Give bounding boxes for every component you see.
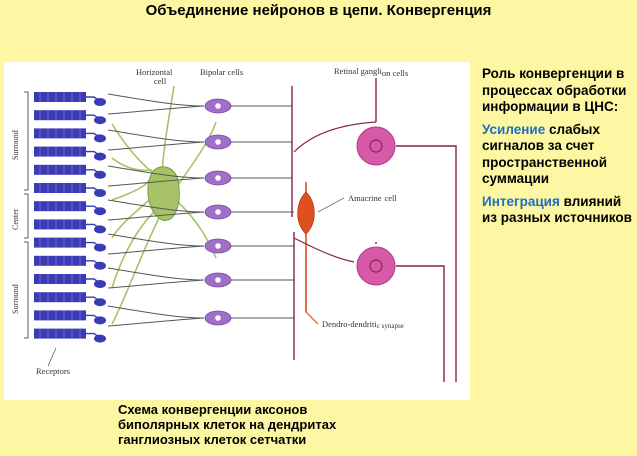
amplification-text: слабых сигналов за счет пространственной… <box>482 121 608 187</box>
receptor-cell <box>34 237 106 252</box>
ganglion-cell-top <box>293 78 457 382</box>
receptor-cell <box>34 164 106 179</box>
bipolar-cell <box>107 233 294 255</box>
side-item-amplification: Усиление слабых сигналов за счет простра… <box>482 122 637 188</box>
bipolar-cell <box>107 129 292 151</box>
retina-diagram: Surround Center Surround Horizontal cell… <box>4 62 470 400</box>
surround-bottom-label: Surround <box>11 284 20 314</box>
receptor-cell <box>34 292 106 307</box>
bipolar-axon-collectors <box>291 86 295 360</box>
amplification-term: Усиление <box>482 121 546 137</box>
side-panel: Роль конвергенции в процессах обработки … <box>482 66 637 233</box>
integration-text: влияний из разных источников <box>482 193 632 226</box>
horizontal-cell-label: Horizontal <box>136 67 173 77</box>
surround-top-bracket <box>24 91 29 191</box>
surround-top-label: Surround <box>11 130 20 160</box>
amacrine-cell <box>297 182 319 325</box>
receptor-cell <box>34 128 106 143</box>
receptor-cell <box>34 310 106 325</box>
horizontal-cell-label-2: cell <box>154 76 167 86</box>
receptors-label: Receptors <box>36 366 70 376</box>
side-item-integration: Интеграция влияний из разных источников <box>482 194 637 227</box>
receptors-pointer <box>47 347 57 367</box>
ganglion-cells-label: Retinal ganglion cells <box>334 66 408 78</box>
receptor-cell <box>34 92 106 106</box>
amacrine-pointer <box>317 197 345 213</box>
center-bracket <box>24 193 29 239</box>
horizontal-cell <box>111 85 217 325</box>
region-brackets <box>24 91 29 339</box>
bipolar-cells-label: Bipolar cells <box>200 67 243 77</box>
bipolar-cell <box>107 93 292 115</box>
bipolar-cell <box>107 165 292 187</box>
caption-line-1: Схема конвергенции аксонов <box>118 402 308 417</box>
center-label: Center <box>11 208 20 230</box>
slide-title: Объединение нейронов в цепи. Конвергенци… <box>145 2 492 19</box>
receptor-cell <box>34 328 106 343</box>
receptor-cell <box>34 183 106 197</box>
surround-bottom-bracket <box>24 241 29 339</box>
figure-caption: Схема конвергенции аксонов биполярных кл… <box>118 402 418 447</box>
side-heading: Роль конвергенции в процессах обработки … <box>482 66 627 114</box>
receptor-cells <box>34 92 106 343</box>
bipolar-cell <box>107 305 294 327</box>
caption-line-2: биполярных клеток на дендритах <box>118 417 337 432</box>
receptor-cell <box>34 255 106 270</box>
receptor-cell <box>34 219 106 234</box>
ganglion-cell-bottom <box>293 237 445 382</box>
receptor-cell <box>34 146 106 161</box>
integration-term: Интеграция <box>482 193 560 209</box>
dendro-synapse-label: Dendro-dendritic synapse <box>322 319 404 330</box>
receptor-cell <box>34 201 106 216</box>
diagram-canvas: Surround Center Surround Horizontal cell… <box>11 66 457 382</box>
receptor-cell <box>34 274 106 288</box>
bipolar-cell <box>107 267 294 289</box>
caption-line-3: ганглиозных клеток сетчатки <box>118 432 307 447</box>
bipolar-cell <box>107 199 294 221</box>
receptor-cell <box>34 110 106 125</box>
bipolar-cells <box>107 93 294 327</box>
